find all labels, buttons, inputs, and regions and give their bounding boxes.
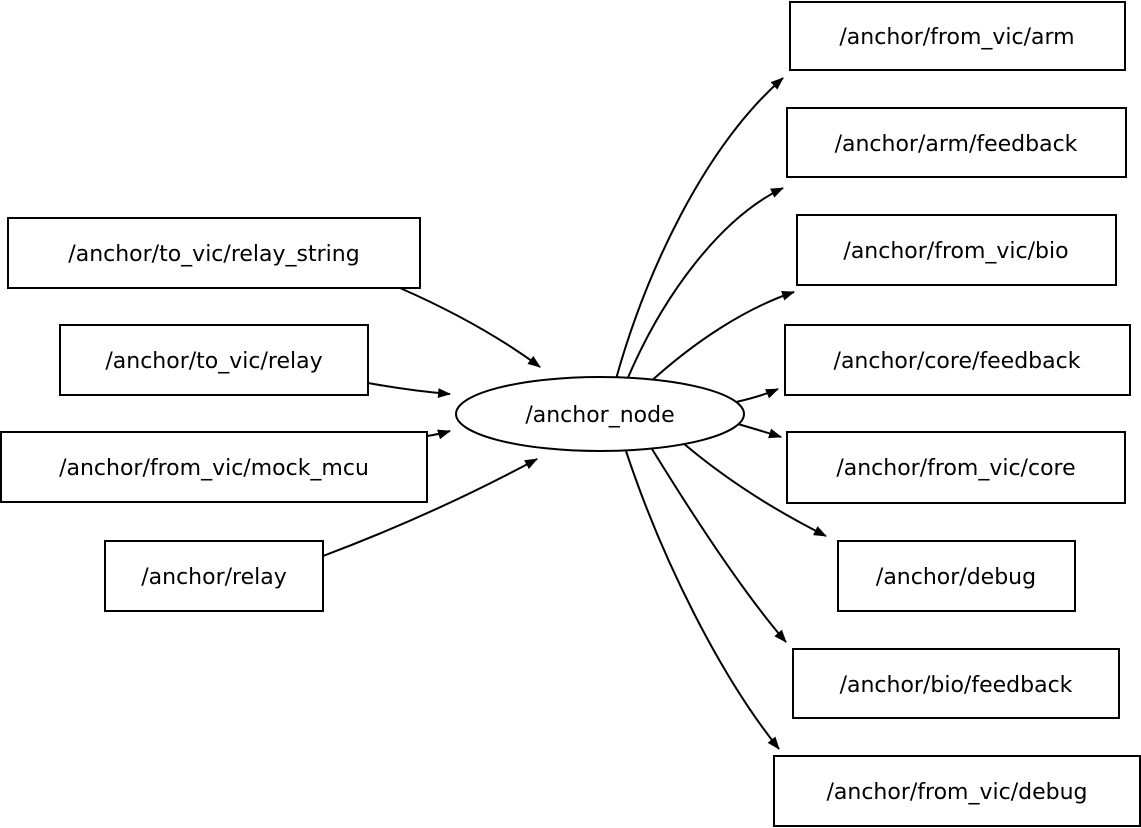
edge-anchor-node-to-arm-feedback — [626, 187, 784, 381]
topic-node-from-vic-arm: /anchor/from_vic/arm — [789, 1, 1126, 71]
topic-box — [0, 431, 428, 503]
topic-label: /anchor/bio/feedback — [840, 673, 1073, 698]
topic-node-to-vic-relay-string: /anchor/to_vic/relay_string — [7, 217, 421, 289]
node-anchor-node: /anchor_node — [455, 376, 745, 452]
topic-box — [104, 540, 324, 612]
topic-box — [792, 648, 1120, 719]
topic-node-relay: /anchor/relay — [104, 540, 324, 612]
topic-label: /anchor/from_vic/debug — [826, 780, 1087, 805]
topic-box — [786, 431, 1126, 504]
edge-to-vic-relay-to-anchor-node — [367, 382, 451, 399]
topic-label: /anchor/from_vic/bio — [843, 239, 1068, 264]
topic-label: /anchor/debug — [876, 565, 1036, 590]
anchor-node-label: /anchor_node — [525, 403, 674, 428]
topic-label: /anchor/relay — [141, 565, 287, 590]
edge-anchor-node-to-from-vic-bio — [647, 291, 795, 385]
topic-box — [786, 107, 1127, 178]
edge-to-vic-relay-string-to-anchor-node — [399, 287, 541, 368]
anchor-node-ellipse — [455, 376, 745, 452]
edge-from-vic-mock-mcu-to-anchor-node — [426, 429, 451, 440]
edge-anchor-node-to-from-vic-debug — [625, 450, 780, 750]
topic-label: /anchor/core/feedback — [834, 349, 1081, 374]
topic-node-from-vic-core: /anchor/from_vic/core — [786, 431, 1126, 504]
topic-box — [837, 540, 1076, 612]
topic-node-from-vic-bio: /anchor/from_vic/bio — [796, 214, 1117, 286]
topic-box — [59, 324, 369, 396]
topic-box — [773, 755, 1141, 827]
topic-box — [7, 217, 421, 289]
edge-relay-to-anchor-node — [322, 458, 538, 557]
topic-label: /anchor/from_vic/arm — [839, 25, 1074, 50]
topic-box — [784, 324, 1131, 396]
topic-node-from-vic-debug: /anchor/from_vic/debug — [773, 755, 1141, 827]
topic-node-core-feedback: /anchor/core/feedback — [784, 324, 1131, 396]
topic-label: /anchor/to_vic/relay_string — [68, 242, 359, 267]
topic-box — [789, 1, 1126, 71]
edge-anchor-node-to-bio-feedback — [651, 448, 787, 643]
topic-box — [796, 214, 1117, 286]
topic-node-debug: /anchor/debug — [837, 540, 1076, 612]
topic-label: /anchor/from_vic/core — [836, 456, 1075, 481]
topic-label: /anchor/to_vic/relay — [105, 349, 322, 374]
edge-anchor-node-to-core-feedback — [735, 388, 779, 403]
topic-label: /anchor/from_vic/mock_mcu — [59, 456, 369, 481]
edge-group — [322, 77, 827, 750]
edge-anchor-node-to-debug — [682, 442, 827, 537]
edge-anchor-node-to-from-vic-arm — [615, 77, 784, 380]
topic-node-to-vic-relay: /anchor/to_vic/relay — [59, 324, 369, 396]
topic-node-arm-feedback: /anchor/arm/feedback — [786, 107, 1127, 178]
topic-node-from-vic-mock-mcu: /anchor/from_vic/mock_mcu — [0, 431, 428, 503]
topic-node-bio-feedback: /anchor/bio/feedback — [792, 648, 1120, 719]
edge-anchor-node-to-from-vic-core — [737, 423, 782, 439]
topic-label: /anchor/arm/feedback — [835, 132, 1078, 157]
